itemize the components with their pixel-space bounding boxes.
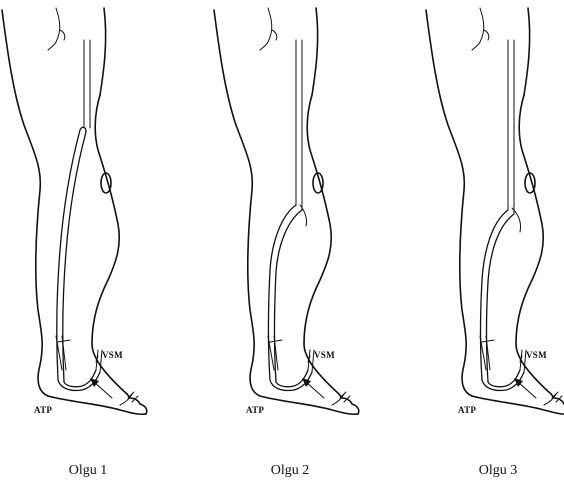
leg-diagram-olgu-1: VSM ATP	[2, 8, 147, 415]
vsm-label-2: VSM	[314, 350, 335, 360]
vsm-label-3: VSM	[526, 350, 547, 360]
atp-label-3: ATP	[458, 405, 476, 415]
caption-olgu-3: Olgu 3	[438, 463, 558, 479]
caption-olgu-2: Olgu 2	[230, 463, 350, 479]
leg-diagram-olgu-3: VSM ATP	[426, 8, 564, 415]
caption-olgu-1: Olgu 1	[28, 463, 148, 479]
atp-label-2: ATP	[246, 405, 264, 415]
atp-label-1: ATP	[34, 405, 52, 415]
vsm-label-1: VSM	[102, 350, 123, 360]
leg-diagram-olgu-2: VSM ATP	[214, 8, 359, 415]
